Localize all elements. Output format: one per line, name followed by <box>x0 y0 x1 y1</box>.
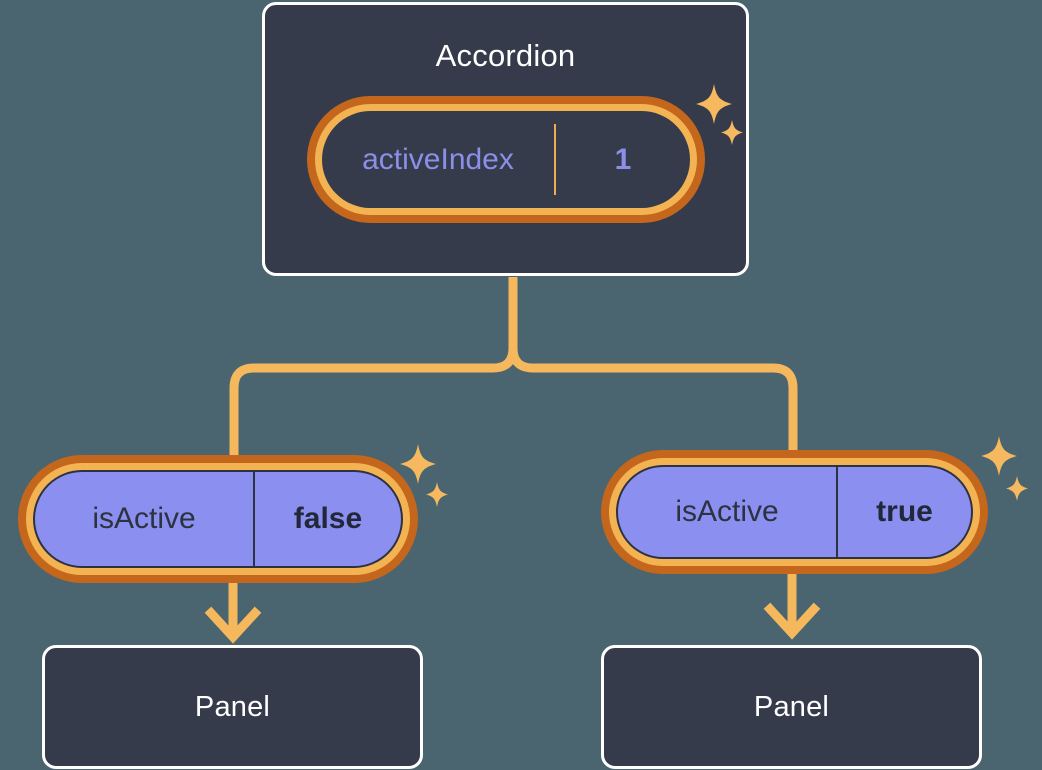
state-pill-activeindex[interactable]: activeIndex 1 <box>307 96 705 223</box>
connector-branch-right <box>508 347 798 452</box>
panel-component-card-left[interactable]: Panel <box>42 645 423 769</box>
prop-key-label-right: isActive <box>675 495 779 528</box>
sparkle-icon-small <box>1006 476 1028 501</box>
prop-pill-right-inner: isActive true <box>616 465 973 559</box>
panel-title-left: Panel <box>194 690 271 723</box>
prop-pill-isactive-true[interactable]: isActive true <box>601 450 988 574</box>
sparkle-icon <box>400 444 436 484</box>
prop-pill-isactive-false[interactable]: isActive false <box>18 455 418 583</box>
prop-pill-left-inner: isActive false <box>33 470 403 568</box>
sparkle-icon-small <box>426 482 448 507</box>
arrow-head-right <box>763 602 821 640</box>
prop-pill-divider-right <box>836 467 838 557</box>
connector-branch-left <box>229 347 518 458</box>
prop-value-label-left: false <box>293 502 363 535</box>
panel-title-right: Panel <box>753 690 830 723</box>
prop-pill-divider-left <box>253 472 255 566</box>
sparkle-icon <box>981 436 1017 476</box>
state-value-label: 1 <box>614 142 632 176</box>
prop-value-label-right: true <box>876 495 933 528</box>
panel-component-card-right[interactable]: Panel <box>601 645 982 769</box>
state-pill-activeindex-inner: activeIndex 1 <box>322 111 690 208</box>
state-pill-divider <box>554 124 556 195</box>
arrow-head-left <box>204 606 262 644</box>
accordion-title: Accordion <box>435 38 576 73</box>
state-key-label: activeIndex <box>362 142 514 176</box>
prop-key-label-left: isActive <box>92 502 196 535</box>
